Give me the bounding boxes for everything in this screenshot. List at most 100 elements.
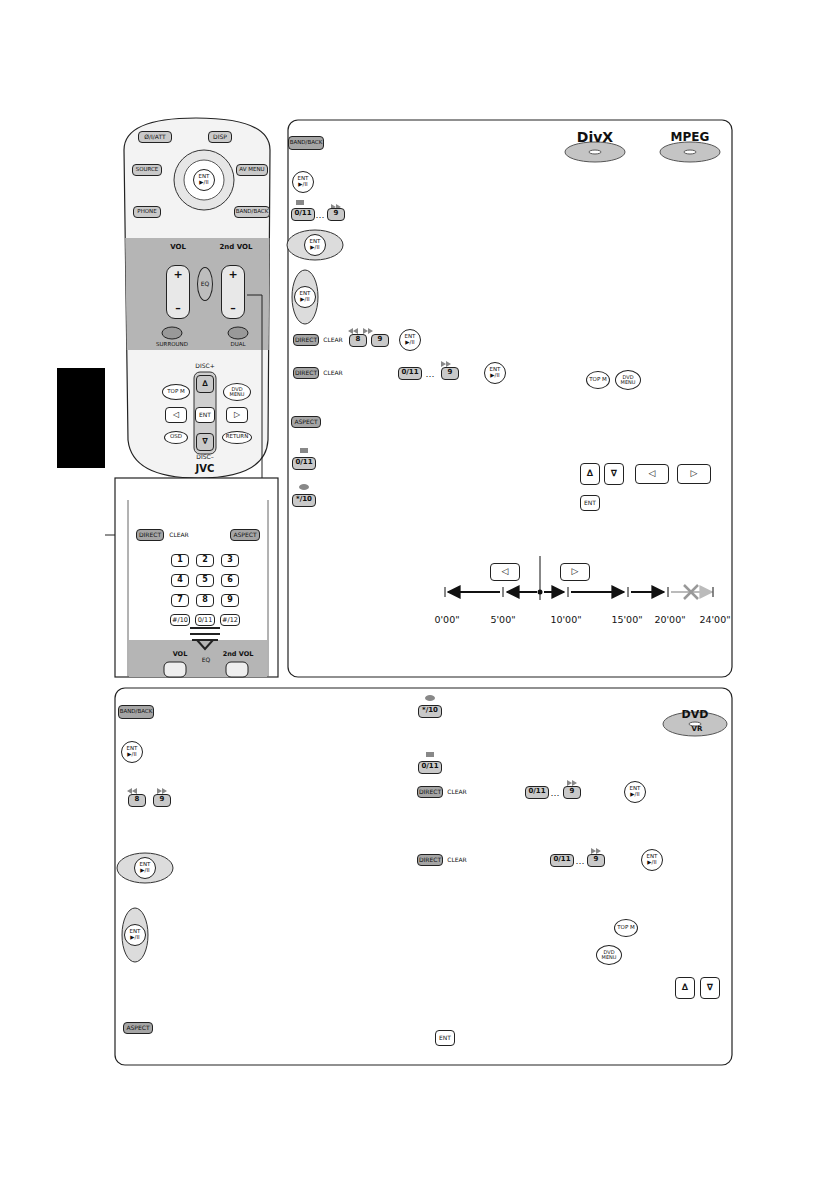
printed-label: JVC: [196, 464, 215, 474]
remote-button: Ø/I/ATT: [138, 131, 172, 143]
button-text: ∆: [202, 380, 208, 388]
remote-button: ∆: [196, 375, 214, 393]
remote-button: ∆: [675, 977, 695, 999]
remote-button: DIRECT: [293, 334, 319, 346]
remote-button: ASPECT: [123, 1022, 153, 1034]
button-text: 4: [177, 576, 183, 584]
printed-label: …: [426, 370, 435, 379]
button-text: 9: [227, 596, 233, 604]
remote-button: DISP: [208, 131, 232, 143]
remote-button: #/10: [170, 614, 190, 626]
remote-button: ENT ▶/II: [624, 781, 646, 803]
button-text: 3: [227, 556, 233, 564]
button-text: ∇: [611, 469, 617, 478]
button-text: ENT ▶/II: [127, 929, 143, 941]
button-text: ∇: [202, 438, 208, 446]
button-text: ENT ▶/II: [124, 746, 140, 758]
button-text: SOURCE: [136, 167, 159, 173]
remote-button: ◁: [490, 563, 520, 581]
printed-label: VOL: [170, 244, 186, 251]
remote-button: ASPECT: [291, 416, 321, 428]
button-icon: [127, 200, 601, 854]
remote-button: ENT ▶/II: [484, 362, 506, 384]
remote-button: 5: [196, 574, 214, 587]
printed-label: VOL: [173, 651, 188, 658]
remote-button: 1: [171, 554, 189, 567]
remote-button: 9: [153, 794, 171, 807]
remote-button: 9: [221, 594, 239, 607]
printed-label: 15'00": [611, 615, 642, 625]
remote-button: 0/11: [292, 457, 316, 470]
button-text: ENT ▶/II: [295, 176, 311, 188]
printed-label: 0'00": [434, 615, 459, 625]
button-text: 5: [202, 576, 208, 584]
printed-label: DISC–: [196, 454, 213, 460]
button-text: 6: [227, 576, 233, 584]
button-text: ENT: [439, 1035, 451, 1041]
printed-label: CLEAR: [323, 370, 343, 376]
button-text: */10: [296, 496, 312, 503]
remote-button: 8: [196, 594, 214, 607]
remote-button: DIRECT: [293, 367, 319, 379]
button-text: ◁: [173, 411, 179, 419]
button-text: ENT: [584, 500, 596, 506]
printed-label: DivX: [577, 130, 613, 144]
remote-button: 0/11: [550, 854, 574, 867]
button-text: TOP M: [617, 925, 635, 931]
panel: [115, 688, 732, 1065]
button-text: ENT ▶/II: [137, 862, 153, 874]
remote-button: ▷: [677, 464, 711, 484]
remote-button: ∇: [700, 977, 720, 999]
button-text: DVD MENU: [599, 950, 619, 961]
remote-button: 0/11: [525, 786, 549, 799]
remote-button: ∆: [580, 463, 600, 485]
button-text: +: [173, 269, 182, 281]
printed-label: DVD: [682, 709, 709, 720]
remote-button: ENT: [580, 495, 600, 511]
printed-label: DUAL: [230, 342, 245, 348]
button-text: ASPECT: [294, 419, 317, 425]
printed-label: DISC+: [195, 363, 214, 369]
remote-body: [120, 118, 275, 478]
remote-button: ENT ▶/II: [134, 857, 156, 879]
remote-button: 9: [441, 367, 459, 380]
button-text: 0/11: [528, 788, 545, 795]
button-text: ENT ▶/II: [297, 291, 313, 303]
remote-button: 8: [349, 334, 367, 347]
remote-button: 9: [587, 854, 605, 867]
remote-button: ENT ▶/II: [292, 171, 314, 193]
printed-label: …: [576, 857, 585, 866]
button-text: RETURN: [226, 434, 249, 440]
button-text: EQ: [201, 281, 210, 287]
remote-button: ENT ▶/II: [294, 286, 316, 308]
button-text: BAND/BACK: [290, 140, 323, 146]
button-text: 0/11: [294, 210, 311, 217]
button-text: ∆: [682, 983, 688, 992]
button-text: ▷: [691, 469, 698, 478]
button-text: 9: [334, 210, 339, 217]
button-text: 1: [177, 556, 183, 564]
button-text: 0/11: [295, 459, 312, 466]
remote-button: DVD MENU: [615, 370, 641, 390]
remote-button: 0/11: [398, 367, 422, 380]
remote-button: #/12: [220, 614, 240, 626]
button-text: DIRECT: [419, 857, 441, 863]
button-text: ENT ▶/II: [307, 239, 323, 251]
button-text: Ø/I/ATT: [144, 134, 165, 140]
remote-button: DIRECT: [136, 529, 164, 541]
button-text: DIRECT: [139, 532, 161, 538]
printed-label: 24'00": [699, 615, 730, 625]
remote-button: EQ: [197, 267, 213, 301]
button-text: PHONE: [137, 209, 156, 215]
printed-label: 5'00": [490, 615, 515, 625]
button-text: 9: [570, 788, 575, 795]
button-text: 0/11: [401, 369, 418, 376]
remote-button: BAND/BACK: [234, 206, 270, 218]
remote-button: ▷: [226, 407, 248, 423]
button-text: TOP M: [167, 389, 185, 395]
button-text: ◁: [649, 469, 656, 478]
remote-button: RETURN: [222, 431, 252, 444]
button-text: ENT ▶/II: [627, 786, 643, 798]
remote-button: DIRECT: [417, 854, 443, 866]
remote-button: 2: [196, 554, 214, 567]
